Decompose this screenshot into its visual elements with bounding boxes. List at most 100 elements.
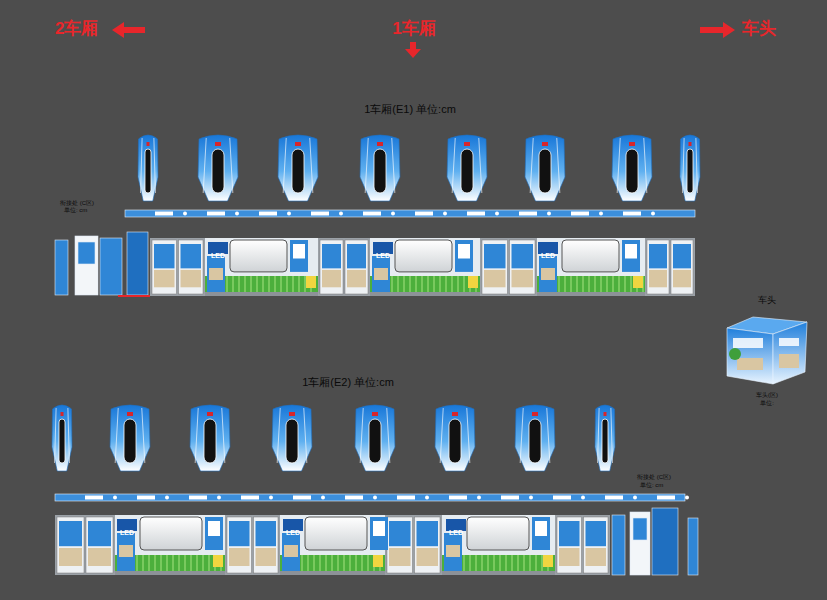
train-art — [52, 22, 735, 575]
standing-panel — [633, 518, 647, 540]
seat-stripe — [301, 555, 303, 571]
seat-stripe — [166, 555, 168, 571]
door-leaf — [57, 517, 84, 573]
cab-ad — [733, 338, 763, 348]
seat-stripe — [535, 555, 537, 571]
strip-sign — [207, 212, 225, 216]
handle-fold — [195, 408, 225, 463]
seat-stripe — [196, 555, 198, 571]
seat-stripe — [475, 555, 477, 571]
ad-panel — [455, 240, 473, 272]
standing-panel — [630, 512, 650, 575]
caption-label: 单位: cm — [640, 482, 663, 489]
door-ad — [673, 244, 691, 268]
grab-handle — [525, 135, 565, 201]
seat-stripe — [570, 276, 572, 292]
seat-stripe — [576, 276, 578, 292]
strip-dot — [633, 496, 637, 500]
handle-mark — [61, 412, 64, 416]
yellow-mark — [468, 276, 478, 288]
caption-label: 1车厢(E1) 单位:cm — [364, 103, 456, 115]
door-picture — [559, 548, 580, 566]
cab-front — [727, 328, 773, 384]
handle-slot — [602, 419, 608, 463]
seat-stripe — [244, 276, 246, 292]
handle-slot — [286, 419, 298, 463]
standing-panel — [55, 240, 68, 295]
caption-label: 1车厢(E2) 单位:cm — [302, 376, 394, 388]
seat-stripe — [451, 276, 453, 292]
window — [140, 517, 202, 550]
strip-sign — [415, 212, 433, 216]
door-frame — [555, 515, 610, 575]
picture-panel — [117, 533, 135, 571]
strip-dot — [269, 496, 273, 500]
handle-mark — [689, 142, 692, 146]
grab-handle — [612, 135, 652, 201]
handle-fold — [520, 408, 550, 463]
door-picture — [88, 548, 111, 566]
strip-dot — [425, 496, 429, 500]
led-screen: LED — [373, 242, 393, 254]
strip-dot — [165, 496, 169, 500]
seat-stripe — [606, 276, 608, 292]
strip-sign — [241, 496, 259, 500]
strip-dot — [651, 212, 655, 216]
floor-edge — [370, 292, 480, 296]
handle-mark — [629, 142, 635, 146]
floor-edge — [537, 292, 645, 296]
door-ad — [559, 521, 580, 546]
picture-panel-art — [284, 545, 298, 557]
picture-panel-art — [374, 268, 388, 280]
train-head-art — [723, 314, 811, 388]
handle-mark — [542, 142, 548, 146]
picture-panel — [282, 533, 300, 571]
floor-edge — [442, 571, 555, 575]
seat-stripe — [624, 276, 626, 292]
strip-sign — [189, 496, 207, 500]
grab-handle — [110, 405, 150, 471]
handle-slot — [529, 419, 541, 463]
door-leaf — [415, 517, 441, 573]
grab-handle — [595, 405, 615, 471]
direction-arrow — [112, 22, 145, 38]
standing-panel — [100, 238, 122, 295]
grab-handle — [435, 405, 475, 471]
wall — [205, 238, 318, 296]
seat-stripe — [415, 276, 417, 292]
seat-stripe — [463, 276, 465, 292]
door-ad — [649, 244, 667, 268]
picture-panel-art — [446, 545, 460, 557]
door-ad — [154, 244, 175, 268]
yellow-mark — [306, 276, 316, 288]
strip-sign — [467, 212, 485, 216]
cab-tree — [729, 348, 741, 360]
door-leaf — [254, 517, 279, 573]
grab-handle — [52, 405, 72, 471]
floor-edge — [280, 571, 385, 575]
seat-stripe — [274, 276, 276, 292]
seat-stripe — [268, 276, 270, 292]
door-leaf — [510, 240, 536, 294]
yellow-mark — [633, 276, 643, 288]
seat-stripe — [481, 555, 483, 571]
direction-label: 车头 — [742, 20, 776, 39]
handle-fold — [440, 408, 470, 463]
door-ad — [586, 521, 607, 546]
standing-panel — [612, 515, 625, 575]
yellow-mark — [543, 555, 553, 567]
seat-stripe — [523, 555, 525, 571]
grab-handle — [447, 135, 487, 201]
grab-handle — [680, 135, 700, 201]
handle-fold — [277, 408, 307, 463]
seat-stripe — [313, 555, 315, 571]
ad-panel-inner — [373, 521, 385, 536]
handle-fold — [55, 408, 70, 463]
handle-fold — [683, 138, 698, 193]
picture-panel-art — [541, 268, 555, 280]
seat-stripe — [355, 555, 357, 571]
cab-ad — [779, 338, 799, 346]
seat-stripe — [588, 276, 590, 292]
door-ad — [512, 244, 534, 268]
strip-sign — [623, 212, 641, 216]
